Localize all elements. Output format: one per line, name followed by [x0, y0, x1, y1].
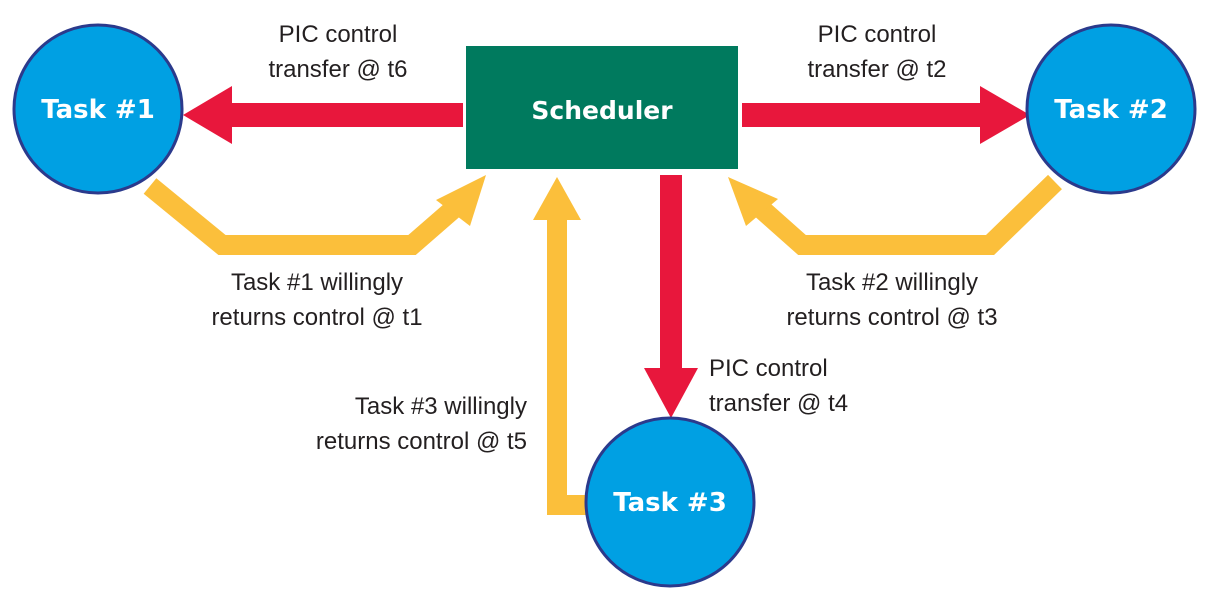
edge-label-sched-to-task2: PIC control transfer @ t2: [807, 21, 946, 83]
edge-label-line: transfer @ t6: [268, 56, 407, 83]
edge-label-task2-to-sched: Task #2 willingly returns control @ t3: [786, 269, 997, 331]
edge-label-line: returns control @ t3: [786, 304, 997, 331]
edge-label-line: PIC control: [709, 355, 828, 382]
scheduler-label: Scheduler: [531, 96, 673, 125]
edge-label-line: returns control @ t5: [316, 428, 527, 455]
transfer-arrow-task3: [644, 175, 698, 418]
transfer-arrow-task2: [742, 86, 1030, 144]
edge-label-line: Task #2 willingly: [806, 269, 978, 296]
edge-label-line: returns control @ t1: [211, 304, 422, 331]
edge-label-line: Task #3 willingly: [355, 393, 527, 420]
task2-node: Task #2: [1025, 23, 1197, 195]
edge-label-sched-to-task3: PIC control transfer @ t4: [709, 355, 848, 417]
transfer-arrow-task1: [183, 86, 463, 144]
task3-node: Task #3: [584, 416, 756, 588]
edge-label-task3-to-sched: Task #3 willingly returns control @ t5: [316, 393, 527, 455]
scheduler-node: Scheduler: [466, 46, 738, 169]
edge-label-task1-to-sched: Task #1 willingly returns control @ t1: [211, 269, 422, 331]
edge-label-line: Task #1 willingly: [231, 269, 403, 296]
return-arrow-task3: [533, 177, 595, 515]
edge-label-sched-to-task1: PIC control transfer @ t6: [268, 21, 407, 83]
edge-label-line: PIC control: [279, 21, 398, 48]
return-arrow-task1: [143, 175, 486, 255]
edge-label-line: transfer @ t4: [709, 390, 848, 417]
task1-node: Task #1: [12, 23, 184, 195]
task3-label: Task #3: [613, 488, 727, 518]
return-arrow-task2: [728, 174, 1062, 255]
edge-label-line: PIC control: [818, 21, 937, 48]
edge-label-line: transfer @ t2: [807, 56, 946, 83]
task2-label: Task #2: [1054, 95, 1168, 125]
task1-label: Task #1: [41, 95, 155, 125]
